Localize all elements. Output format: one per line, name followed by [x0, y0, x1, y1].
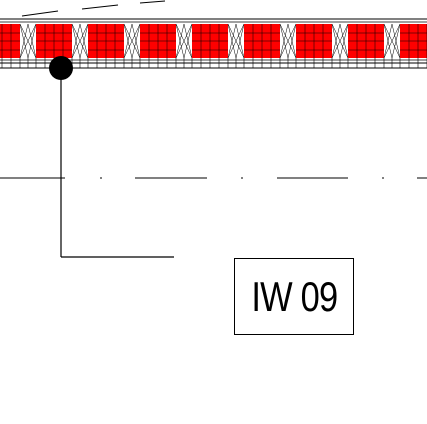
leader-dot — [49, 56, 73, 80]
insulation-cell — [0, 23, 37, 68]
insulation-cell — [399, 24, 427, 68]
insulation-cell — [347, 23, 401, 68]
insulation-cell — [191, 23, 245, 68]
wall-assembly-band — [0, 18, 427, 69]
leader — [49, 56, 174, 258]
wall-type-label: IW 09 — [251, 272, 338, 320]
wall-type-tag: IW 09 — [234, 258, 354, 335]
dashed-lines-top — [21, 0, 166, 17]
insulation-cell — [139, 23, 193, 68]
insulation-cell — [295, 23, 349, 68]
insulation-cells — [0, 23, 427, 68]
insulation-cell — [35, 23, 89, 68]
insulation-cell — [243, 23, 297, 68]
insulation-cell — [87, 23, 141, 68]
